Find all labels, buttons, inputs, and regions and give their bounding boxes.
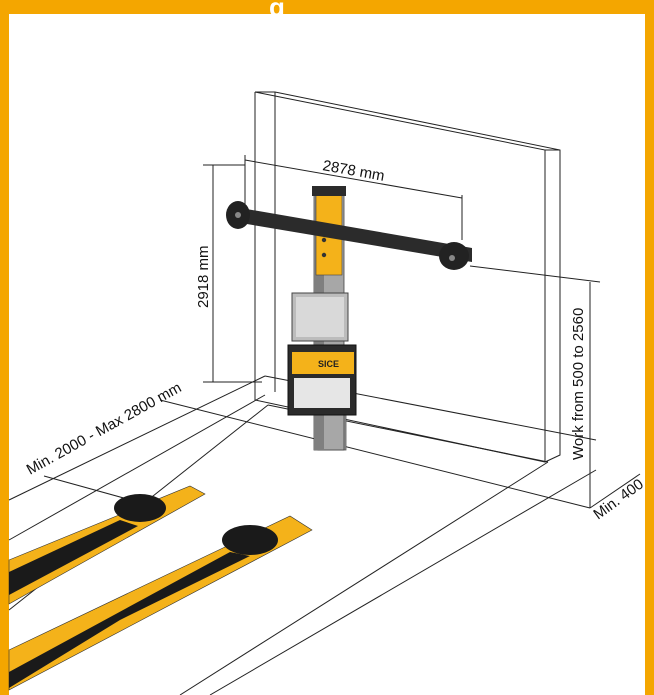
work-range-dimension: [469, 265, 641, 509]
distance-label: Min. 2000 - Max 2800 mm: [24, 379, 185, 478]
work-range-label: Work from 500 to 2560: [570, 308, 587, 460]
width-dimension: [244, 155, 463, 240]
height-dimension: [203, 164, 262, 383]
left-rail: [8, 485, 206, 605]
min-clearance-label: Min. 400: [590, 476, 647, 524]
device-brand-label: SICE: [318, 359, 339, 369]
aligner-device: SICE: [226, 186, 472, 451]
header-title: g: [269, 0, 285, 14]
height-label: 2918 mm: [195, 245, 212, 308]
width-label: 2878 mm: [321, 157, 386, 185]
right-rail: [8, 515, 313, 691]
wall-box: [254, 91, 561, 463]
